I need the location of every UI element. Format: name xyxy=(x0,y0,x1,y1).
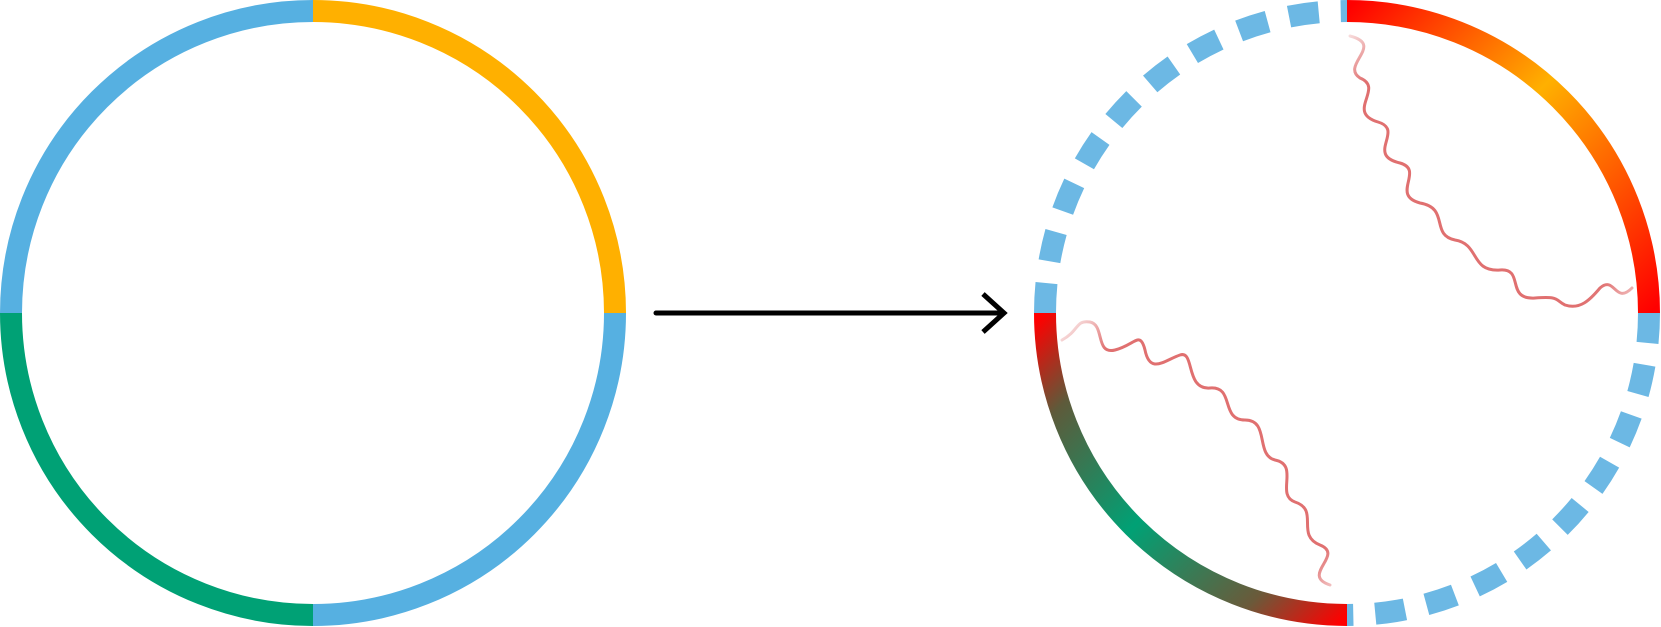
right-circle-dashed-arc-top-left xyxy=(1034,0,1348,314)
arrow-head-icon xyxy=(981,292,1008,334)
wavy-line-upper xyxy=(1348,34,1634,308)
wavy-line-lower xyxy=(1060,320,1332,587)
right-circle-dashed-arc-bottom-right xyxy=(1346,312,1660,626)
transition-arrow xyxy=(653,292,1008,334)
right-circle-gradient-arc-top-right xyxy=(1346,0,1660,314)
right-circle-gradient-arc-bottom-left xyxy=(1034,312,1348,626)
left-circle-arc-bottom-left xyxy=(0,312,314,626)
left-circle-arc-top-right xyxy=(312,0,626,314)
left-circle-arc-bottom-right xyxy=(312,312,626,626)
left-circle-arc-top-left xyxy=(0,0,314,314)
left-circle xyxy=(0,0,626,626)
right-circle xyxy=(1034,0,1660,626)
